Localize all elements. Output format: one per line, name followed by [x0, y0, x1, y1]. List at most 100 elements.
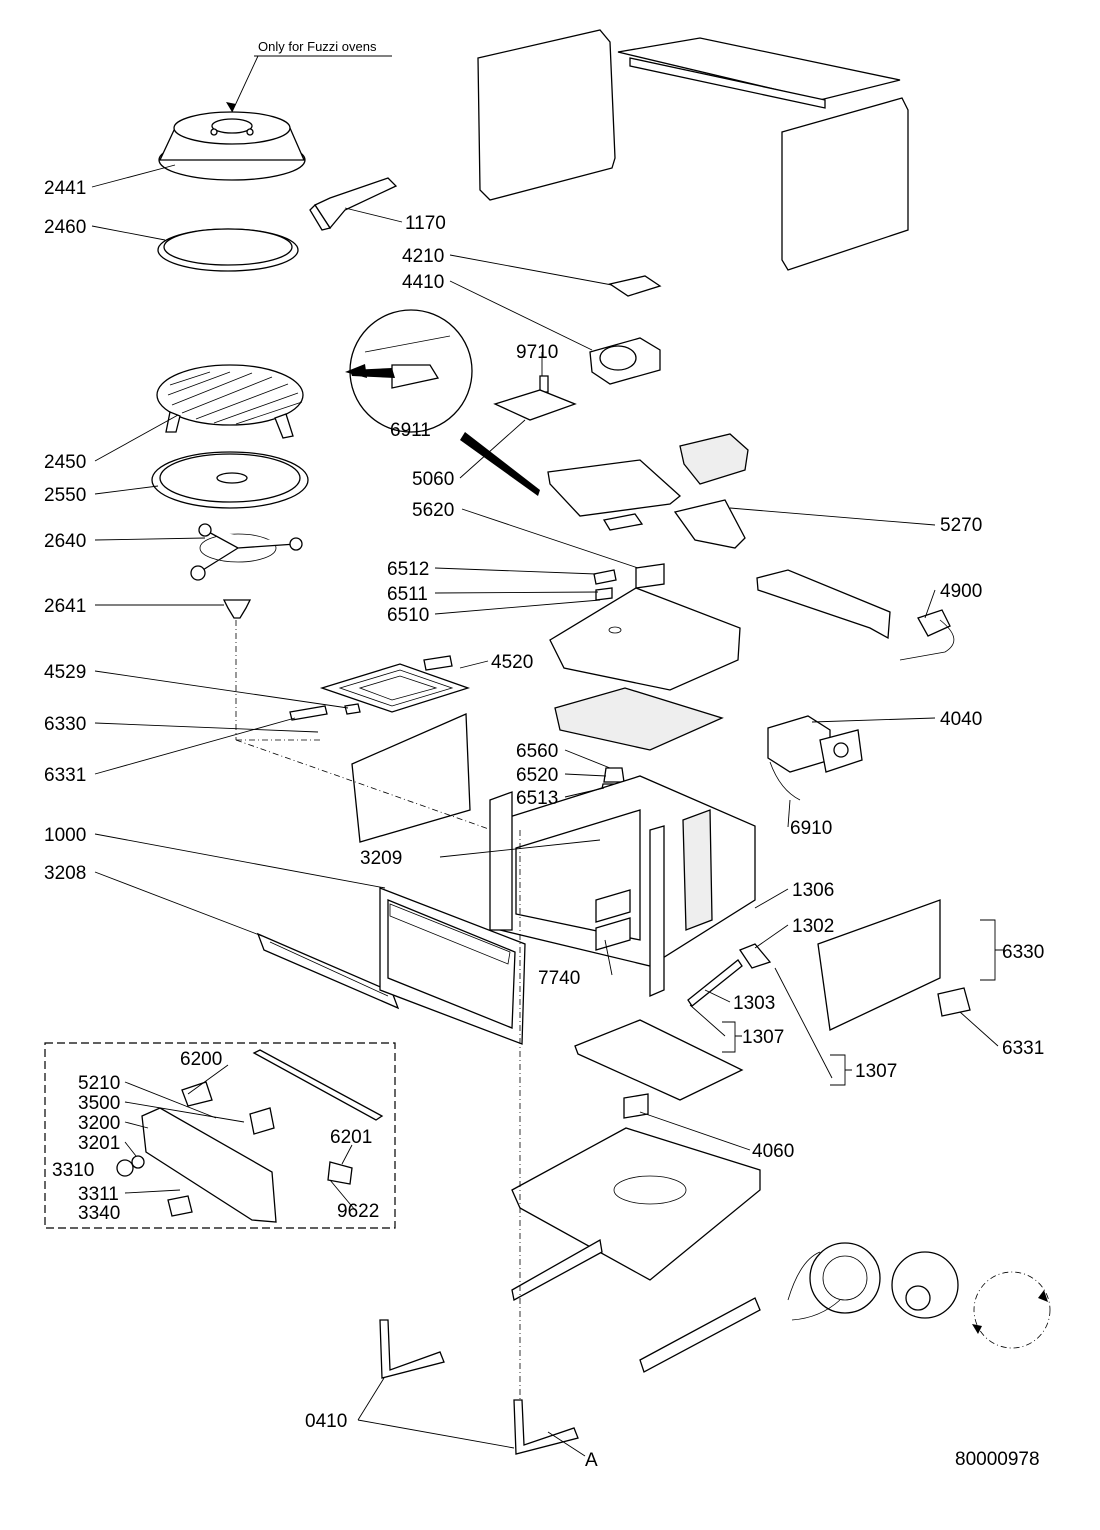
label-6911: 6911 — [390, 420, 431, 441]
part-4529-clip — [344, 703, 361, 715]
part-5620-switch — [635, 563, 665, 589]
label-1307-b: 1307 — [855, 1061, 897, 1082]
label-3310: 3310 — [52, 1160, 94, 1181]
label-5060: 5060 — [412, 469, 454, 490]
part-1303-link — [687, 959, 743, 1007]
part-2441-fuzzi-lid — [158, 111, 306, 181]
part-cavity-rear-bracket — [682, 809, 713, 931]
leader-lines — [91, 164, 1005, 1457]
part-2460-crisp-plate — [157, 228, 299, 272]
label-1302: 1302 — [792, 916, 834, 937]
label-6512: 6512 — [387, 559, 429, 580]
part-oven-cavity — [489, 775, 756, 997]
label-0410: 0410 — [305, 1411, 347, 1432]
label-6330-left: 6330 — [44, 714, 86, 735]
part-6511-switch — [595, 587, 613, 601]
part-1000-door — [379, 887, 526, 1045]
part-2640-roller-support — [190, 523, 303, 581]
label-2460: 2460 — [44, 217, 86, 238]
detail-knob-side — [891, 1251, 959, 1319]
label-4060: 4060 — [752, 1141, 794, 1162]
part-right-side-cover — [817, 899, 941, 1031]
part-6512-switch — [593, 569, 617, 585]
label-9710: 9710 — [516, 342, 558, 363]
label-4900: 4900 — [940, 581, 982, 602]
part-rail-left — [511, 1238, 603, 1301]
part-6331-hinge-block — [937, 987, 971, 1017]
label-4529: 4529 — [44, 662, 86, 683]
part-cavity-top-plate — [549, 587, 741, 691]
label-2641: 2641 — [44, 596, 86, 617]
label-6201: 6201 — [330, 1127, 372, 1148]
label-5270: 5270 — [940, 515, 982, 536]
label-1307-a: 1307 — [742, 1027, 784, 1048]
part-housing-right-panel — [781, 97, 909, 271]
part-6520-lamp — [603, 767, 625, 783]
label-3340: 3340 — [78, 1203, 120, 1224]
label-5620: 5620 — [412, 500, 454, 521]
part-fan-cover — [679, 433, 749, 485]
label-6200: 6200 — [180, 1049, 222, 1070]
part-4520-grill-element — [319, 655, 471, 713]
label-3201: 3201 — [78, 1133, 120, 1154]
label-4520: 4520 — [491, 652, 533, 673]
fuzzi-note-arrowhead — [226, 102, 236, 112]
label-1303: 1303 — [733, 993, 775, 1014]
detail-zoom-6911 — [345, 309, 540, 496]
part-0410-foot-left — [379, 1319, 445, 1379]
label-9622: 9622 — [337, 1201, 379, 1222]
label-5210: 5210 — [78, 1073, 120, 1094]
part-1170-handle — [309, 177, 398, 231]
part-2450-grill-rack — [156, 364, 304, 439]
label-6330-right: 6330 — [1002, 942, 1044, 963]
fuzzi-note-leader — [231, 55, 392, 113]
label-6331-right: 6331 — [1002, 1038, 1044, 1059]
part-3201-bush — [131, 1155, 145, 1169]
part-4410-fan-motor — [589, 337, 661, 385]
label-1306: 1306 — [792, 880, 834, 901]
part-housing-top-panel — [617, 37, 901, 109]
part-4900-sensor — [917, 609, 951, 637]
part-3209-side-panel — [351, 713, 471, 843]
label-1170: 1170 — [405, 213, 446, 234]
diagram-id: 80000978 — [955, 1449, 1040, 1470]
part-3310-knob — [116, 1159, 134, 1177]
part-control-strip — [252, 1049, 384, 1121]
label-3200: 3200 — [78, 1113, 120, 1134]
label-4210: 4210 — [402, 246, 444, 267]
label-2450: 2450 — [44, 452, 86, 473]
label-3311: 3311 — [78, 1184, 119, 1205]
label-6511: 6511 — [387, 584, 428, 605]
part-top-crossbar — [756, 569, 891, 640]
label-3500: 3500 — [78, 1093, 120, 1114]
part-5060-control-board — [493, 389, 577, 421]
label-4410: 4410 — [402, 272, 444, 293]
part-bottom-cover — [574, 1019, 744, 1101]
label-7740: 7740 — [538, 968, 580, 989]
part-2641-coupler — [222, 599, 252, 619]
part-3500-board — [249, 1107, 275, 1135]
part-3208-vent-strip — [256, 932, 400, 1010]
label-6331-left: 6331 — [44, 765, 86, 786]
part-4210-relay — [608, 275, 662, 297]
part-6330-cover — [289, 705, 328, 721]
label-2550: 2550 — [44, 485, 86, 506]
control-panel-group-box — [44, 1042, 396, 1229]
label-2640: 2640 — [44, 531, 86, 552]
fuzzi-note: Only for Fuzzi ovens — [258, 39, 377, 54]
label-3209: 3209 — [360, 848, 402, 869]
part-4060-stirrer-motor — [623, 1093, 649, 1119]
label-3208: 3208 — [44, 863, 86, 884]
part-6200-timer — [181, 1081, 213, 1107]
part-insulation-pad — [554, 687, 724, 751]
part-rail-right — [639, 1297, 761, 1373]
part-9710-fuse — [539, 375, 549, 393]
part-mica-cover — [602, 513, 644, 531]
label-4040: 4040 — [940, 709, 982, 730]
part-5270-power-board — [673, 499, 746, 549]
label-6910: 6910 — [790, 818, 832, 839]
detail-rotation-ring — [972, 1271, 1051, 1349]
label-6520: 6520 — [516, 765, 558, 786]
